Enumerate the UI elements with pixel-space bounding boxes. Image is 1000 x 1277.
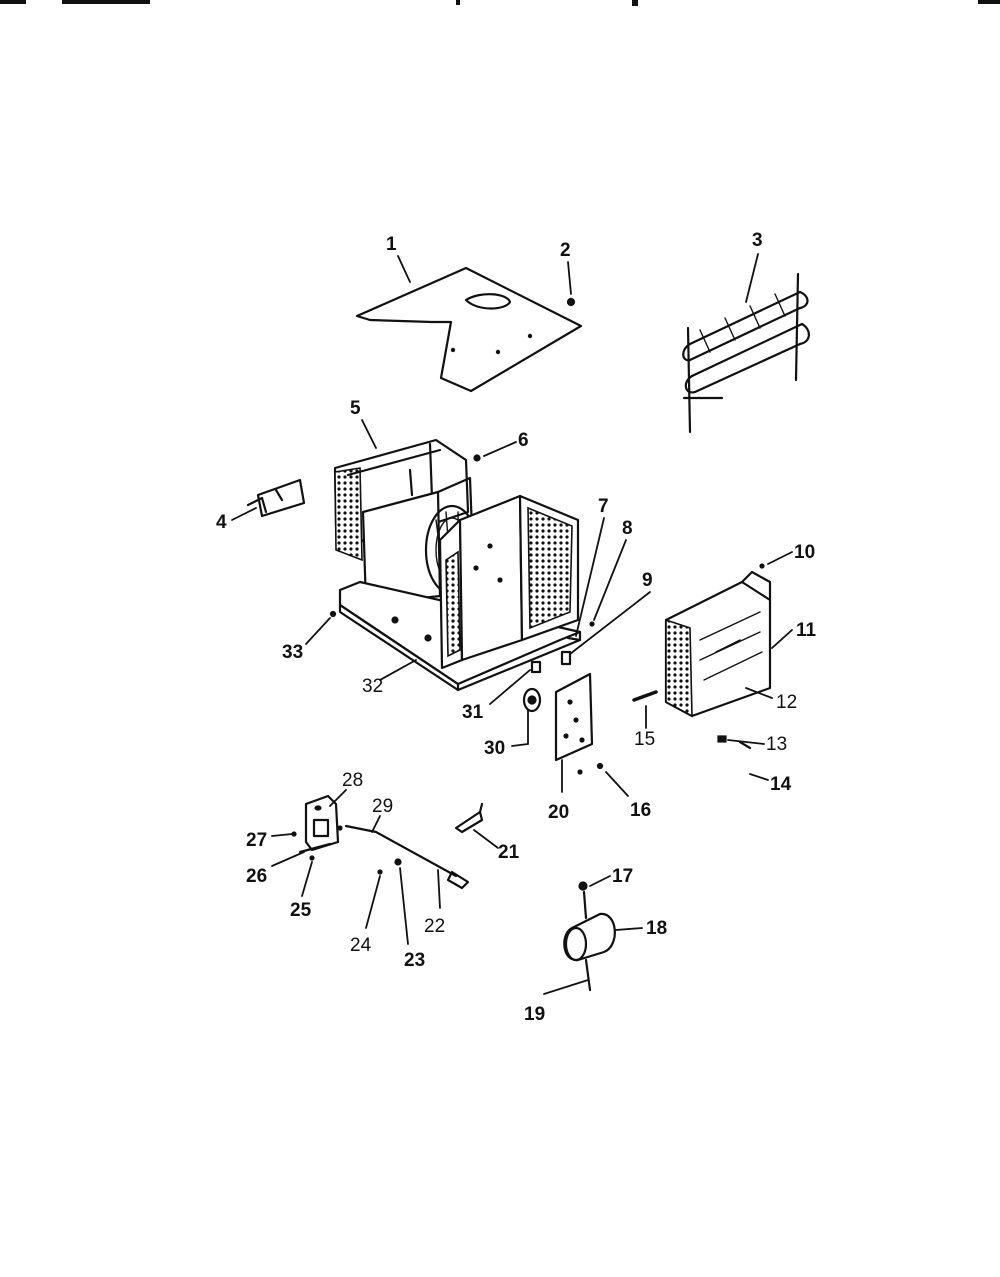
label-11: 11 xyxy=(796,620,817,641)
label-23: 23 xyxy=(404,950,425,971)
part-labels: 1 2 3 4 5 6 7 8 9 10 11 12 13 14 15 16 1… xyxy=(216,230,817,1025)
label-12: 12 xyxy=(776,692,797,713)
part-15-pin xyxy=(632,690,658,702)
label-15: 15 xyxy=(634,729,655,750)
part-5-blower-housing xyxy=(333,438,474,606)
part-13-14-screws xyxy=(717,735,752,750)
label-31: 31 xyxy=(462,702,484,723)
label-10: 10 xyxy=(794,542,815,563)
label-19: 19 xyxy=(524,1004,545,1025)
top-edge-marks xyxy=(0,0,1000,6)
part-2-screw xyxy=(566,297,576,307)
part-16-screws xyxy=(577,762,604,775)
part-21-bracket xyxy=(454,802,484,834)
label-9: 9 xyxy=(642,570,653,591)
label-2: 2 xyxy=(560,240,571,261)
label-33: 33 xyxy=(282,642,303,663)
label-21: 21 xyxy=(498,842,520,863)
part-30-switch xyxy=(522,687,542,713)
part-33-screw xyxy=(329,610,337,618)
part-4-bracket xyxy=(246,478,306,518)
part-20-control-panel xyxy=(554,672,594,762)
label-32: 32 xyxy=(362,676,383,697)
leader-lines xyxy=(231,253,793,995)
label-13: 13 xyxy=(766,734,787,755)
part-7-8-9-hardware xyxy=(560,621,595,666)
label-25: 25 xyxy=(290,900,312,921)
part-23-24-screws xyxy=(377,858,402,875)
label-6: 6 xyxy=(518,430,529,451)
label-29: 29 xyxy=(372,796,393,817)
label-17: 17 xyxy=(612,866,633,887)
partition-panel xyxy=(438,494,580,670)
label-22: 22 xyxy=(424,916,445,937)
part-6-screw xyxy=(473,454,481,462)
label-24: 24 xyxy=(350,935,372,956)
label-3: 3 xyxy=(752,230,763,251)
label-20: 20 xyxy=(548,802,569,823)
label-1: 1 xyxy=(386,234,397,255)
part-11-12-condenser-coil xyxy=(664,563,772,718)
part-31-clip xyxy=(530,660,542,674)
label-7: 7 xyxy=(598,496,609,517)
label-30: 30 xyxy=(484,738,505,759)
label-18: 18 xyxy=(646,918,667,939)
label-26: 26 xyxy=(246,866,267,887)
label-27: 27 xyxy=(246,830,267,851)
part-17-18-19-capacitor-strap xyxy=(563,881,616,992)
label-8: 8 xyxy=(622,518,633,539)
part-1-top-cover xyxy=(355,266,583,393)
label-28: 28 xyxy=(342,770,363,791)
part-28-capacitor xyxy=(304,794,340,852)
label-4: 4 xyxy=(216,512,227,533)
label-16: 16 xyxy=(630,800,651,821)
part-3-coil-tubing xyxy=(682,272,810,434)
label-14: 14 xyxy=(770,774,792,795)
label-5: 5 xyxy=(350,398,361,419)
part-22-29-power-cord xyxy=(337,824,470,890)
